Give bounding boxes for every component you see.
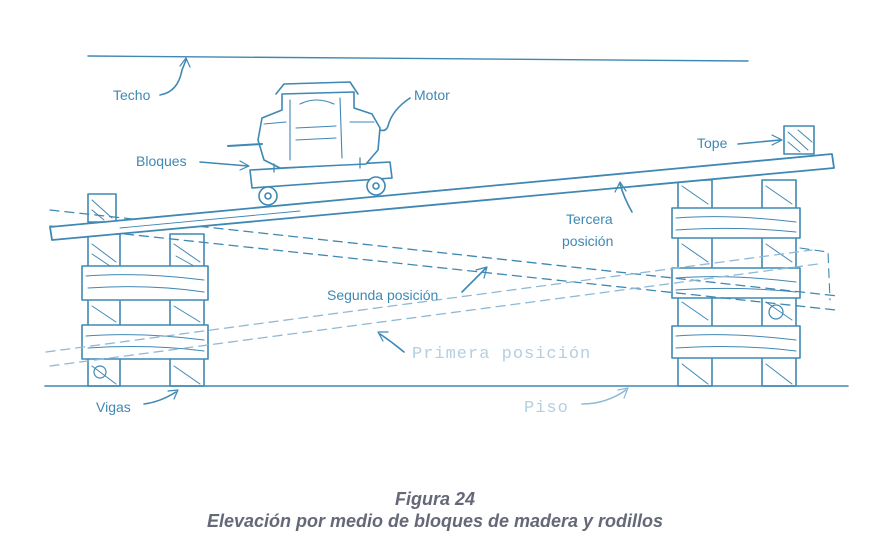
piso-leader bbox=[581, 389, 627, 405]
label-piso: Piso bbox=[524, 399, 569, 418]
label-primera: Primera posición bbox=[412, 345, 591, 364]
dolly-wheel-right bbox=[366, 176, 386, 196]
right-dashed-ext bbox=[799, 247, 831, 301]
tope-grain bbox=[787, 129, 813, 153]
right-support-stack bbox=[671, 125, 815, 387]
bloques-arrowhead bbox=[239, 160, 250, 171]
label-bloques: Bloques bbox=[136, 153, 187, 169]
left-post-b bbox=[169, 233, 205, 387]
techo-leader bbox=[159, 59, 187, 96]
first-position-plank bbox=[45, 249, 819, 367]
second-position-plank bbox=[49, 209, 839, 311]
right-block-middle bbox=[671, 267, 801, 299]
tercera-leader bbox=[619, 183, 633, 213]
motor-leader bbox=[379, 97, 411, 132]
label-tercera: Tercera bbox=[566, 211, 613, 227]
techo-arrowhead bbox=[179, 57, 191, 68]
label-motor: Motor bbox=[414, 87, 450, 103]
motor-top bbox=[275, 81, 359, 95]
piso-arrowhead bbox=[617, 387, 629, 399]
motor-body bbox=[257, 91, 381, 169]
vigas-leader bbox=[143, 391, 177, 405]
label-posicion: posición bbox=[562, 233, 613, 249]
label-tope: Tope bbox=[697, 135, 728, 151]
label-segunda: Segunda posición bbox=[327, 287, 438, 303]
tope-block bbox=[783, 125, 815, 155]
right-block-upper bbox=[671, 207, 801, 239]
left-grain bbox=[85, 274, 205, 352]
ceiling-line bbox=[87, 55, 749, 62]
motor-assembly bbox=[227, 81, 393, 206]
primera-arrowhead bbox=[377, 331, 389, 342]
tercera-arrowhead bbox=[614, 181, 627, 193]
motor-detail bbox=[263, 97, 375, 161]
segunda-leader bbox=[461, 267, 487, 293]
dolly-wheel-left-hub bbox=[264, 192, 272, 200]
right-post-hatch bbox=[681, 185, 793, 385]
figure-description: Elevación por medio de bloques de madera… bbox=[206, 511, 664, 531]
motor-feet bbox=[273, 157, 361, 173]
figure-number: Figura 24 bbox=[394, 489, 476, 509]
left-support-stack bbox=[81, 193, 209, 387]
third-position-plank bbox=[49, 153, 835, 241]
tope-arrowhead bbox=[771, 134, 783, 146]
previous-plank-positions bbox=[45, 209, 839, 367]
tope-leader bbox=[737, 139, 781, 145]
motor-shaft bbox=[227, 143, 263, 147]
left-cap-grain bbox=[91, 199, 113, 221]
label-techo: Techo bbox=[113, 87, 151, 103]
vigas-arrowhead bbox=[167, 389, 179, 400]
bloques-leader bbox=[199, 161, 249, 167]
right-grain bbox=[675, 216, 797, 352]
figure-caption: Figura 24 Elevación por medio de bloques… bbox=[0, 488, 870, 532]
dolly-wheel-left bbox=[258, 186, 278, 206]
left-block-upper bbox=[81, 265, 209, 301]
right-block-lower bbox=[671, 325, 801, 359]
left-knot bbox=[93, 365, 107, 379]
dolly-wheel-right-hub bbox=[372, 182, 380, 190]
left-post-hatch bbox=[91, 243, 201, 385]
primera-leader bbox=[379, 333, 405, 353]
left-post-a bbox=[87, 233, 121, 387]
segunda-arrowhead bbox=[475, 266, 488, 279]
label-vigas: Vigas bbox=[96, 399, 131, 415]
right-knot bbox=[768, 304, 784, 320]
